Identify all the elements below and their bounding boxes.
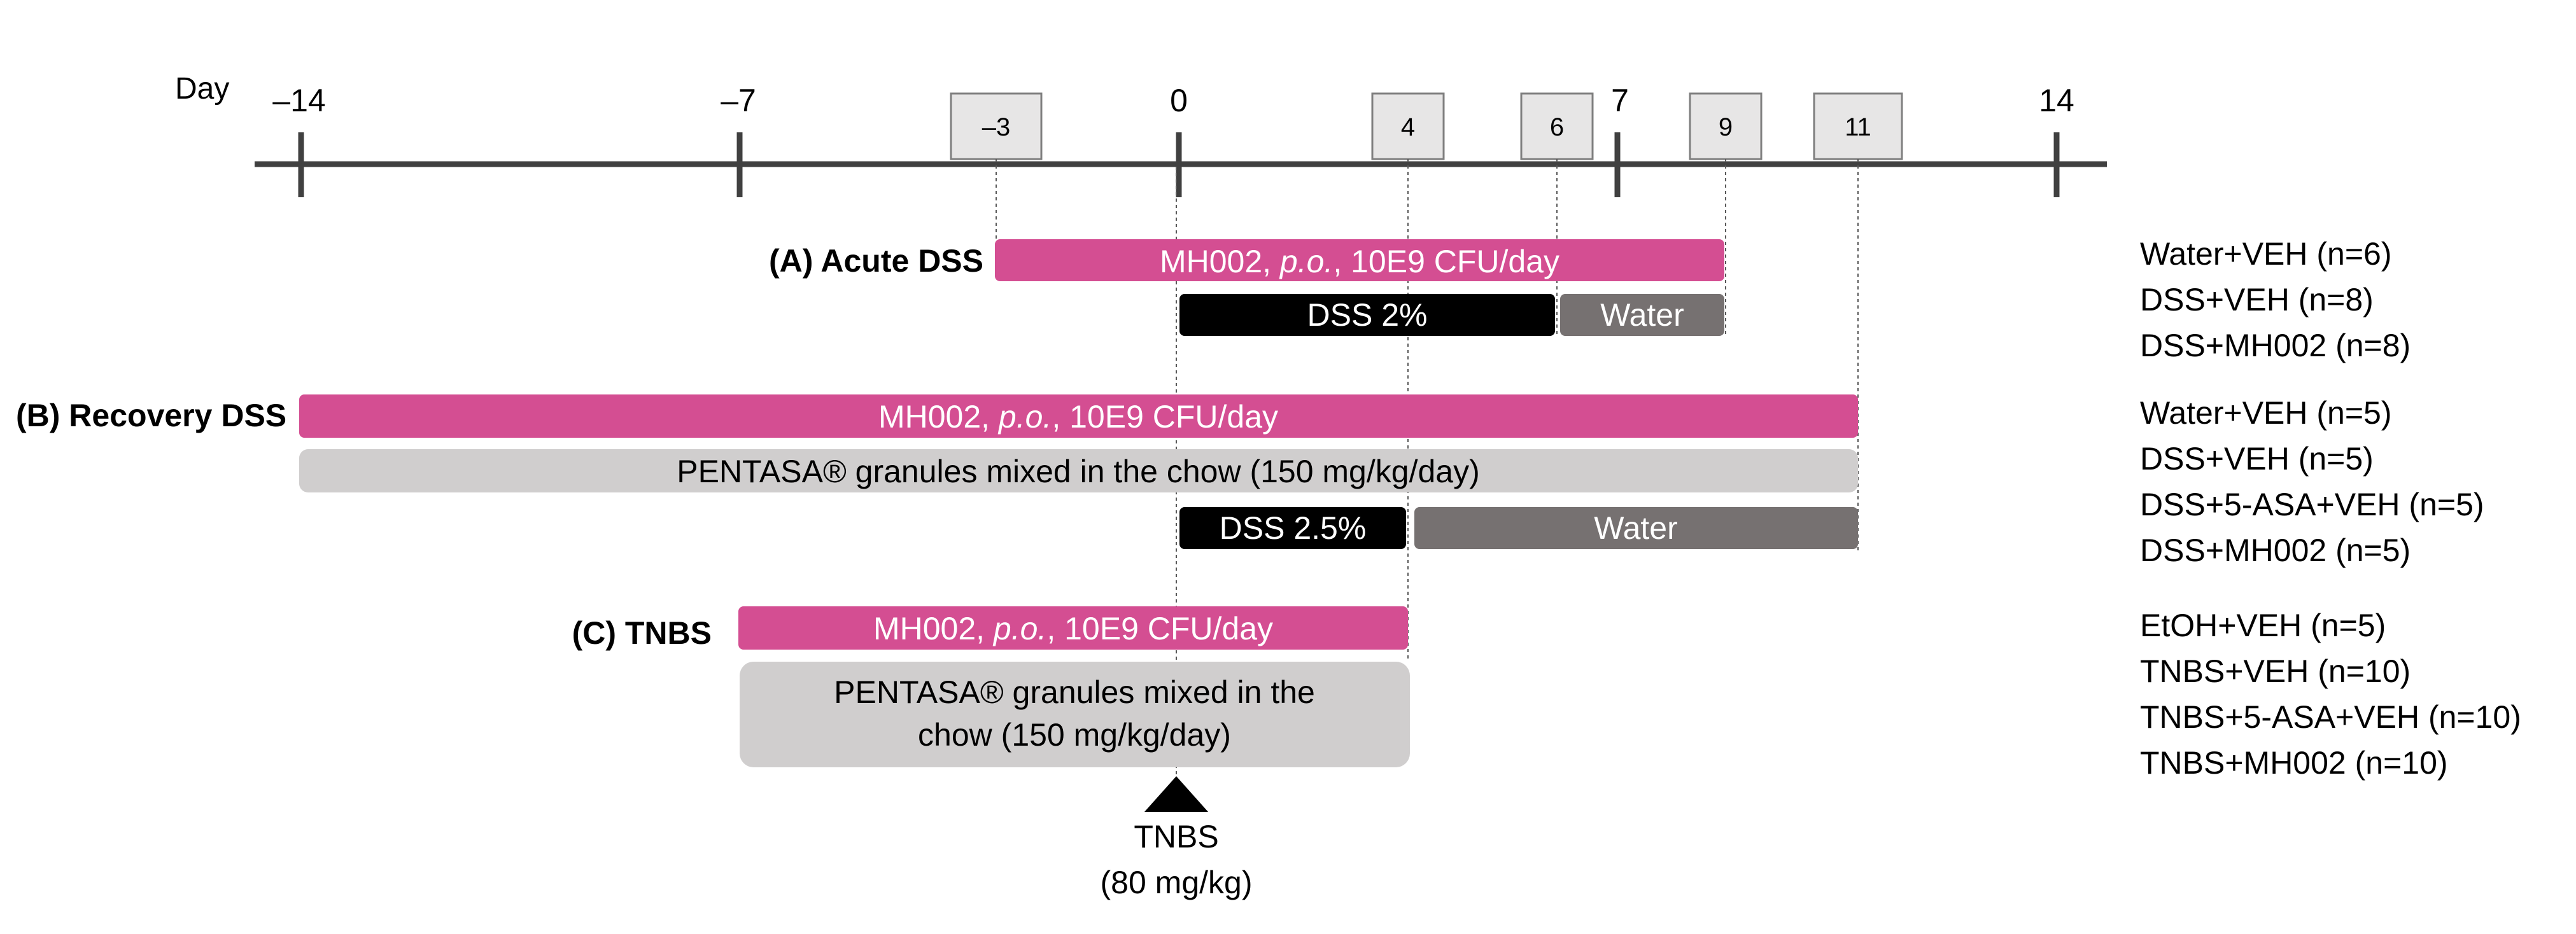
group-list-tnbs: EtOH+VEH (n=5) TNBS+VEH (n=10) TNBS+5-AS… xyxy=(2140,608,2521,781)
dss-bar xyxy=(1179,294,1555,336)
dss-bar-label: DSS 2% xyxy=(1307,297,1428,333)
tnbs-marker-label-line1: TNBS xyxy=(1134,819,1218,854)
panel-acute-dss: (A) Acute DSS MH002, p.o., 10E9 CFU/day … xyxy=(769,239,1724,336)
mh002-bar-label: MH002, p.o., 10E9 CFU/day xyxy=(873,611,1273,646)
svg-text:–3: –3 xyxy=(982,113,1011,141)
timeline-axis: Day –14 –7 0 7 14 –3 4 6 9 xyxy=(175,72,2107,197)
group-list-recovery-dss: Water+VEH (n=5) DSS+VEH (n=5) DSS+5-ASA+… xyxy=(2140,395,2484,568)
tnbs-marker-label-line2: (80 mg/kg) xyxy=(1101,865,1253,900)
group-item: DSS+VEH (n=5) xyxy=(2140,441,2374,477)
pentasa-bar xyxy=(740,662,1410,767)
panel-recovery-dss: (B) Recovery DSS MH002, p.o., 10E9 CFU/d… xyxy=(16,394,1858,549)
day-box: 11 xyxy=(1813,92,1903,160)
tick-label: 0 xyxy=(1170,83,1188,118)
tnbs-marker-triangle-icon xyxy=(1144,776,1208,812)
mh002-bar-label: MH002, p.o., 10E9 CFU/day xyxy=(878,399,1278,435)
panel-label: (C) TNBS xyxy=(572,615,712,651)
group-item: TNBS+5-ASA+VEH (n=10) xyxy=(2140,699,2521,735)
panel-tnbs: (C) TNBS MH002, p.o., 10E9 CFU/day PENTA… xyxy=(572,606,1410,900)
water-bar xyxy=(1414,507,1858,549)
dss-bar-label: DSS 2.5% xyxy=(1220,510,1367,546)
group-item: DSS+VEH (n=8) xyxy=(2140,282,2374,317)
mh002-bar xyxy=(738,606,1408,650)
panel-label: (B) Recovery DSS xyxy=(16,398,286,433)
pentasa-bar xyxy=(299,449,1858,492)
dss-bar xyxy=(1179,507,1406,549)
group-item: DSS+MH002 (n=5) xyxy=(2140,533,2411,568)
day-box: 9 xyxy=(1689,92,1763,160)
mh002-bar-label: MH002, p.o., 10E9 CFU/day xyxy=(1160,244,1559,279)
tick-label: 14 xyxy=(2039,83,2074,118)
svg-text:9: 9 xyxy=(1719,113,1733,141)
water-bar-label: Water xyxy=(1600,297,1684,333)
water-bar xyxy=(1560,294,1724,336)
mh002-bar xyxy=(995,239,1724,281)
svg-text:11: 11 xyxy=(1845,113,1871,141)
panel-label: (A) Acute DSS xyxy=(769,243,983,279)
svg-text:6: 6 xyxy=(1550,113,1564,141)
group-item: TNBS+VEH (n=10) xyxy=(2140,653,2411,689)
pentasa-bar-label: PENTASA® granules mixed in the chow (150… xyxy=(677,454,1479,489)
water-bar-label: Water xyxy=(1594,510,1678,546)
group-item: Water+VEH (n=5) xyxy=(2140,395,2392,431)
tick-label: –14 xyxy=(272,83,325,118)
day-box: 6 xyxy=(1520,92,1594,160)
tick-label: –7 xyxy=(721,83,756,118)
group-item: TNBS+MH002 (n=10) xyxy=(2140,745,2448,781)
day-box: –3 xyxy=(950,92,1043,160)
group-item: DSS+MH002 (n=8) xyxy=(2140,328,2411,363)
pentasa-bar-label-line2: chow (150 mg/kg/day) xyxy=(918,717,1231,753)
axis-day-label: Day xyxy=(175,72,229,106)
tick-label: 7 xyxy=(1611,83,1629,118)
svg-text:4: 4 xyxy=(1401,113,1415,141)
group-item: EtOH+VEH (n=5) xyxy=(2140,608,2386,643)
mh002-bar xyxy=(299,394,1858,438)
pentasa-bar-label-line1: PENTASA® granules mixed in the xyxy=(834,674,1315,710)
group-item: DSS+5-ASA+VEH (n=5) xyxy=(2140,487,2484,522)
group-item: Water+VEH (n=6) xyxy=(2140,236,2392,272)
day-box: 4 xyxy=(1371,92,1445,160)
group-list-acute-dss: Water+VEH (n=6) DSS+VEH (n=8) DSS+MH002 … xyxy=(2140,236,2411,363)
